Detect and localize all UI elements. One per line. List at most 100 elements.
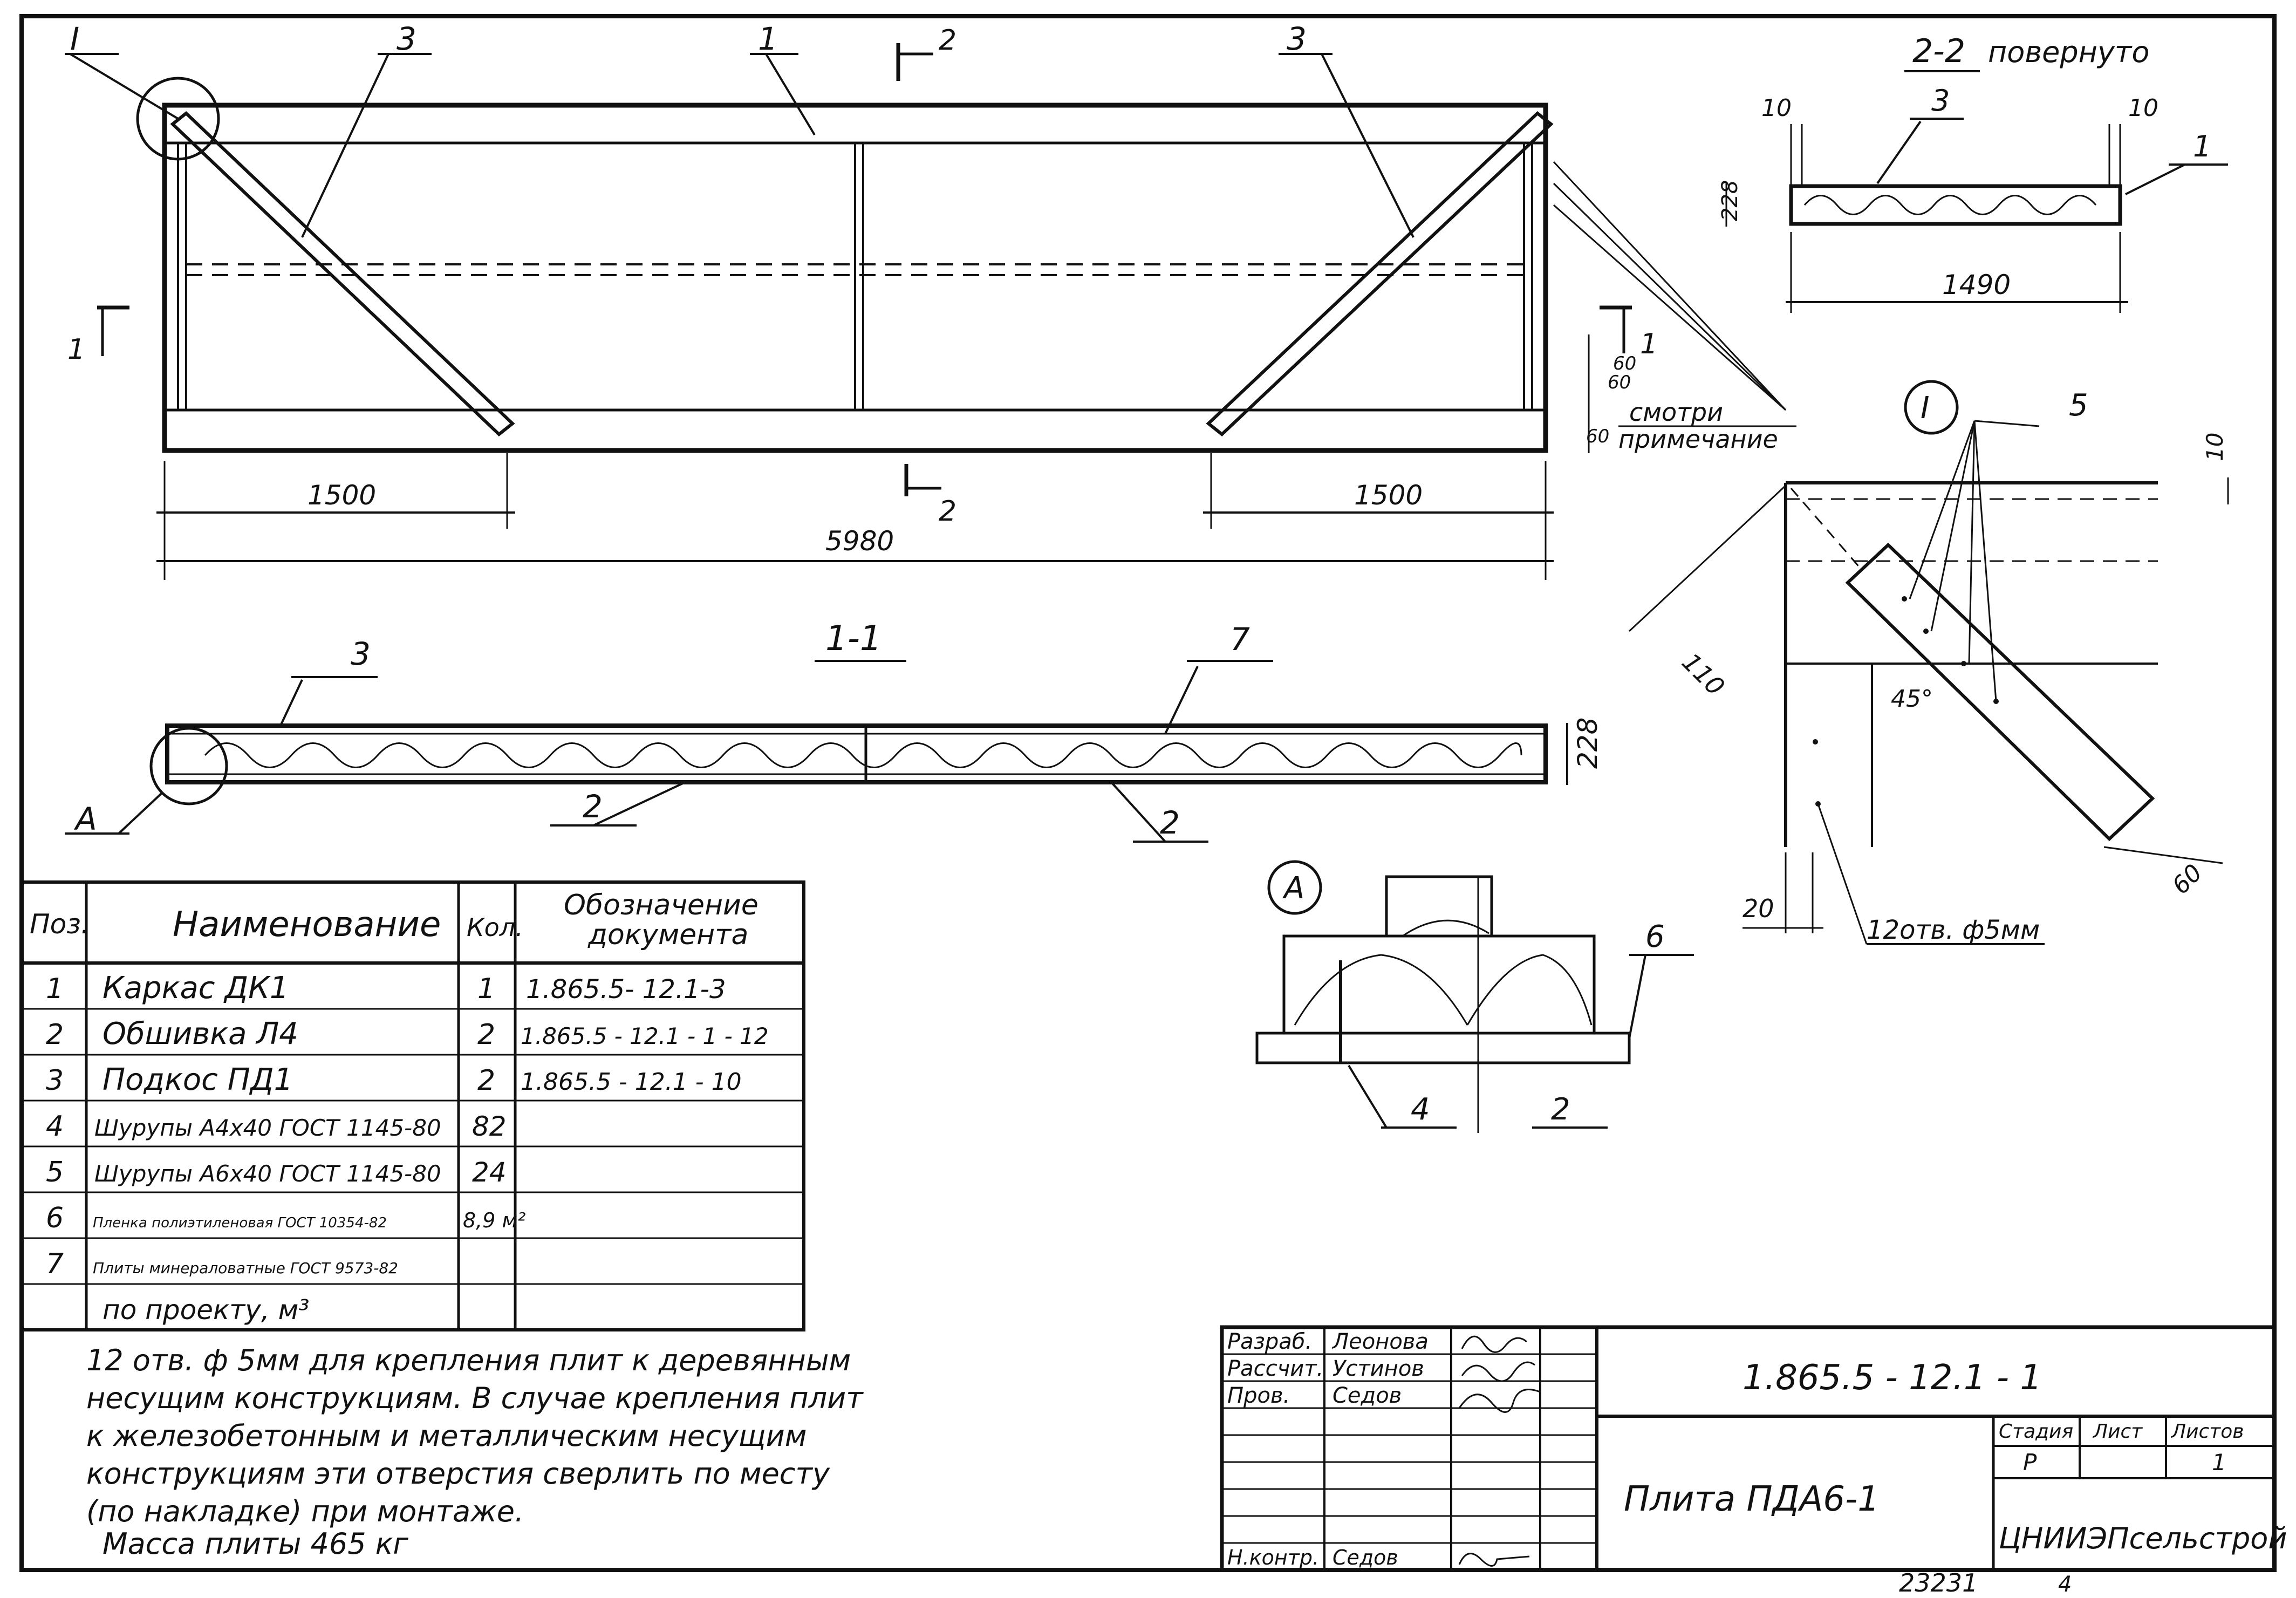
table-row: по проекту, м³ xyxy=(102,1294,309,1326)
detail-i-dim-end: 60 xyxy=(2167,859,2208,900)
spec-table: Поз. Наименование Кол. Обозначение докум… xyxy=(20,880,805,1331)
dim-edge-b: 60 xyxy=(1608,372,1631,393)
archive-number: 23231 xyxy=(1899,1568,1978,1595)
s22-leader-1: 1 xyxy=(2193,129,2211,163)
table-row: 6 Пленка полиэтиленовая ГОСТ 10354-82 8,… xyxy=(46,1202,525,1234)
leader-3-left-label: 3 xyxy=(397,21,416,57)
dim-right-bay: 1500 xyxy=(1354,480,1423,511)
row-4-pos: 4 xyxy=(46,1110,64,1143)
tb-sheet-header: Лист xyxy=(2092,1421,2143,1443)
section-22-outline xyxy=(1789,184,2122,226)
table-row: 1 Каркас ДК1 1 1.865.5- 12.1-3 xyxy=(46,971,726,1006)
tb-product-name: Плита ПДА6-1 xyxy=(1624,1479,1880,1519)
tb-doc-code: 1.865.5 - 12.1 - 1 xyxy=(1742,1358,2042,1398)
detail-a-view: А 6 4 2 xyxy=(1255,860,1694,1133)
signature-2 xyxy=(1461,1361,1535,1382)
table-row: 2 Обшивка Л4 2 1.865.5 - 12.1 - 1 - 12 xyxy=(46,1016,769,1051)
title-block-frame xyxy=(1220,1325,2277,1572)
tb-organization: ЦНИИЭПсельстрой xyxy=(1999,1521,2287,1555)
tb-role-4: Н.контр. xyxy=(1227,1546,1319,1569)
section-11-view: 1-1 3 7 2 2 A 228 xyxy=(65,619,1603,843)
s11-leader-7: 7 xyxy=(1230,621,1250,658)
tb-role-1: Разраб. xyxy=(1227,1329,1312,1354)
main-view-dimensions: 1500 1500 5980 60 60 60 смотри примечани… xyxy=(156,161,1796,580)
detail-a-label: А xyxy=(1282,871,1304,906)
archive-extra: 4 xyxy=(2058,1572,2072,1595)
note-line-4: конструкциям эти отверстия сверлить по м… xyxy=(86,1457,830,1491)
detail-i-holes-note: 12отв. ф5мм xyxy=(1867,915,2040,945)
row-5-qty: 24 xyxy=(472,1157,507,1188)
tb-stage-header: Стадия xyxy=(1999,1421,2073,1443)
section-11-title: 1-1 xyxy=(825,619,882,659)
note-line-3: к железобетонным и металлическим несущим xyxy=(86,1419,807,1453)
tb-name-2: Устинов xyxy=(1332,1356,1424,1381)
s11-leader-3: 3 xyxy=(351,636,371,672)
detail-i-brace xyxy=(1845,542,2155,842)
row-2-pos: 2 xyxy=(46,1019,64,1051)
row-3-doc: 1.865.5 - 12.1 - 10 xyxy=(521,1068,742,1096)
detail-a-leader-2: 2 xyxy=(1551,1092,1570,1127)
detail-a-leader-6: 6 xyxy=(1645,919,1665,954)
section-22-title: 2-2 xyxy=(1912,32,1965,70)
row-8-name: по проекту, м³ xyxy=(102,1294,309,1326)
spec-header-doc-2: документа xyxy=(587,919,748,951)
row-1-qty: 1 xyxy=(477,973,495,1005)
right-brace xyxy=(1206,111,1554,436)
section-11-right-mark: 1 xyxy=(1640,328,1658,360)
note-line-6: Масса плиты 465 кг xyxy=(102,1527,408,1561)
row-7-name: Плиты минераловатные ГОСТ 9573-82 xyxy=(93,1259,398,1277)
table-row: 3 Подкос ПД1 2 1.865.5 - 12.1 - 10 xyxy=(46,1062,742,1097)
section-marks: 2 2 1 1 xyxy=(67,24,1658,528)
detail-a-callout-circle xyxy=(149,727,228,805)
note-line-5: (по накладке) при монтаже. xyxy=(86,1494,524,1528)
note-ref-line1: смотри xyxy=(1629,398,1723,427)
table-row: 5 Шурупы А6x40 ГОСТ 1145-80 24 xyxy=(46,1156,507,1189)
detail-a-circle xyxy=(1267,860,1322,915)
title-block: Разраб. Леонова Рассчит. Устинов Пров. С… xyxy=(1220,1325,2287,1572)
row-3-pos: 3 xyxy=(46,1064,64,1097)
spec-table-frame xyxy=(20,880,805,1331)
tb-name-4: Седов xyxy=(1332,1546,1398,1569)
tb-stage: Р xyxy=(2023,1449,2037,1476)
tb-name-1: Леонова xyxy=(1331,1329,1429,1354)
dim-edge-c: 60 xyxy=(1613,353,1636,374)
tb-sheets-header: Листов xyxy=(2170,1421,2244,1443)
dim-overall-length: 5980 xyxy=(825,525,894,557)
detail-a-leader-4: 4 xyxy=(1411,1092,1430,1127)
dim-edge-a: 60 xyxy=(1586,426,1609,447)
detail-i-callout-circle xyxy=(136,77,220,161)
row-1-pos: 1 xyxy=(46,973,64,1005)
row-5-pos: 5 xyxy=(46,1156,64,1189)
row-2-name: Обшивка Л4 xyxy=(102,1016,298,1051)
section-22-subtitle: повернуто xyxy=(1988,35,2149,69)
spec-header-pos: Поз. xyxy=(30,909,90,940)
spec-header-qty: Кол. xyxy=(467,913,523,942)
row-7-pos: 7 xyxy=(46,1248,64,1280)
row-4-qty: 82 xyxy=(472,1111,507,1142)
row-6-name: Пленка полиэтиленовая ГОСТ 10354-82 xyxy=(93,1215,387,1231)
detail-i-leader-5: 5 xyxy=(2069,388,2088,423)
note-line-1: 12 отв. ф 5мм для крепления плит к дерев… xyxy=(86,1343,851,1377)
row-5-name: Шурупы А6x40 ГОСТ 1145-80 xyxy=(94,1160,441,1187)
row-3-name: Подкос ПД1 xyxy=(102,1062,293,1097)
detail-i-label: I xyxy=(1921,391,1930,426)
section-22-view: 2-2 повернуто 10 10 228 1490 3 1 xyxy=(1718,32,2228,313)
tb-role-3: Пров. xyxy=(1227,1383,1290,1408)
row-2-qty: 2 xyxy=(477,1019,495,1051)
main-plan-view xyxy=(136,77,1554,453)
section-11-outline xyxy=(165,723,1548,784)
leader-3-right-label: 3 xyxy=(1287,21,1307,57)
notes-block: 12 отв. ф 5мм для крепления плит к дерев… xyxy=(86,1343,864,1561)
section-22-bottom-mark: 2 xyxy=(939,495,956,528)
panel-outline xyxy=(162,103,1548,453)
tb-sheets: 1 xyxy=(2212,1449,2226,1476)
row-4-name: Шурупы А4x40 ГОСТ 1145-80 xyxy=(94,1115,441,1141)
spec-header-doc-1: Обозначение xyxy=(564,889,758,921)
main-view-leaders: I 3 1 3 xyxy=(65,21,1414,238)
detail-i-dim-top: 10 xyxy=(2202,433,2228,461)
s22-leader-3: 3 xyxy=(1931,84,1950,118)
row-2-doc: 1.865.5 - 12.1 - 1 - 12 xyxy=(521,1023,769,1049)
s22-dim-right: 10 xyxy=(2128,94,2158,122)
dim-left-bay: 1500 xyxy=(308,480,376,511)
